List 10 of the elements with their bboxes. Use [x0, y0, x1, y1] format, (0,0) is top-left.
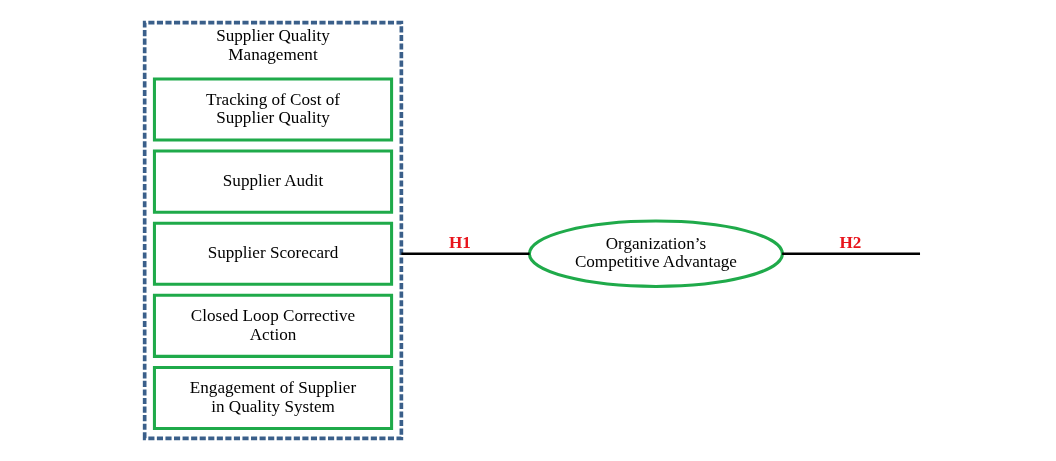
edge-label: H2	[839, 232, 862, 252]
node-box: Engagement of Supplier in Quality System	[152, 365, 394, 431]
connector	[782, 252, 920, 255]
edge-label: H1	[449, 232, 471, 252]
node-box: Closed Loop Corrective Action	[152, 293, 394, 358]
node-ellipse: Organization’s Competitive Advantage	[527, 219, 784, 288]
node-box: Supplier Scorecard	[152, 221, 394, 286]
connector	[401, 252, 530, 255]
node-box: Supplier Audit	[152, 149, 394, 214]
node-box: Tracking of Cost of Supplier Quality	[152, 77, 394, 142]
